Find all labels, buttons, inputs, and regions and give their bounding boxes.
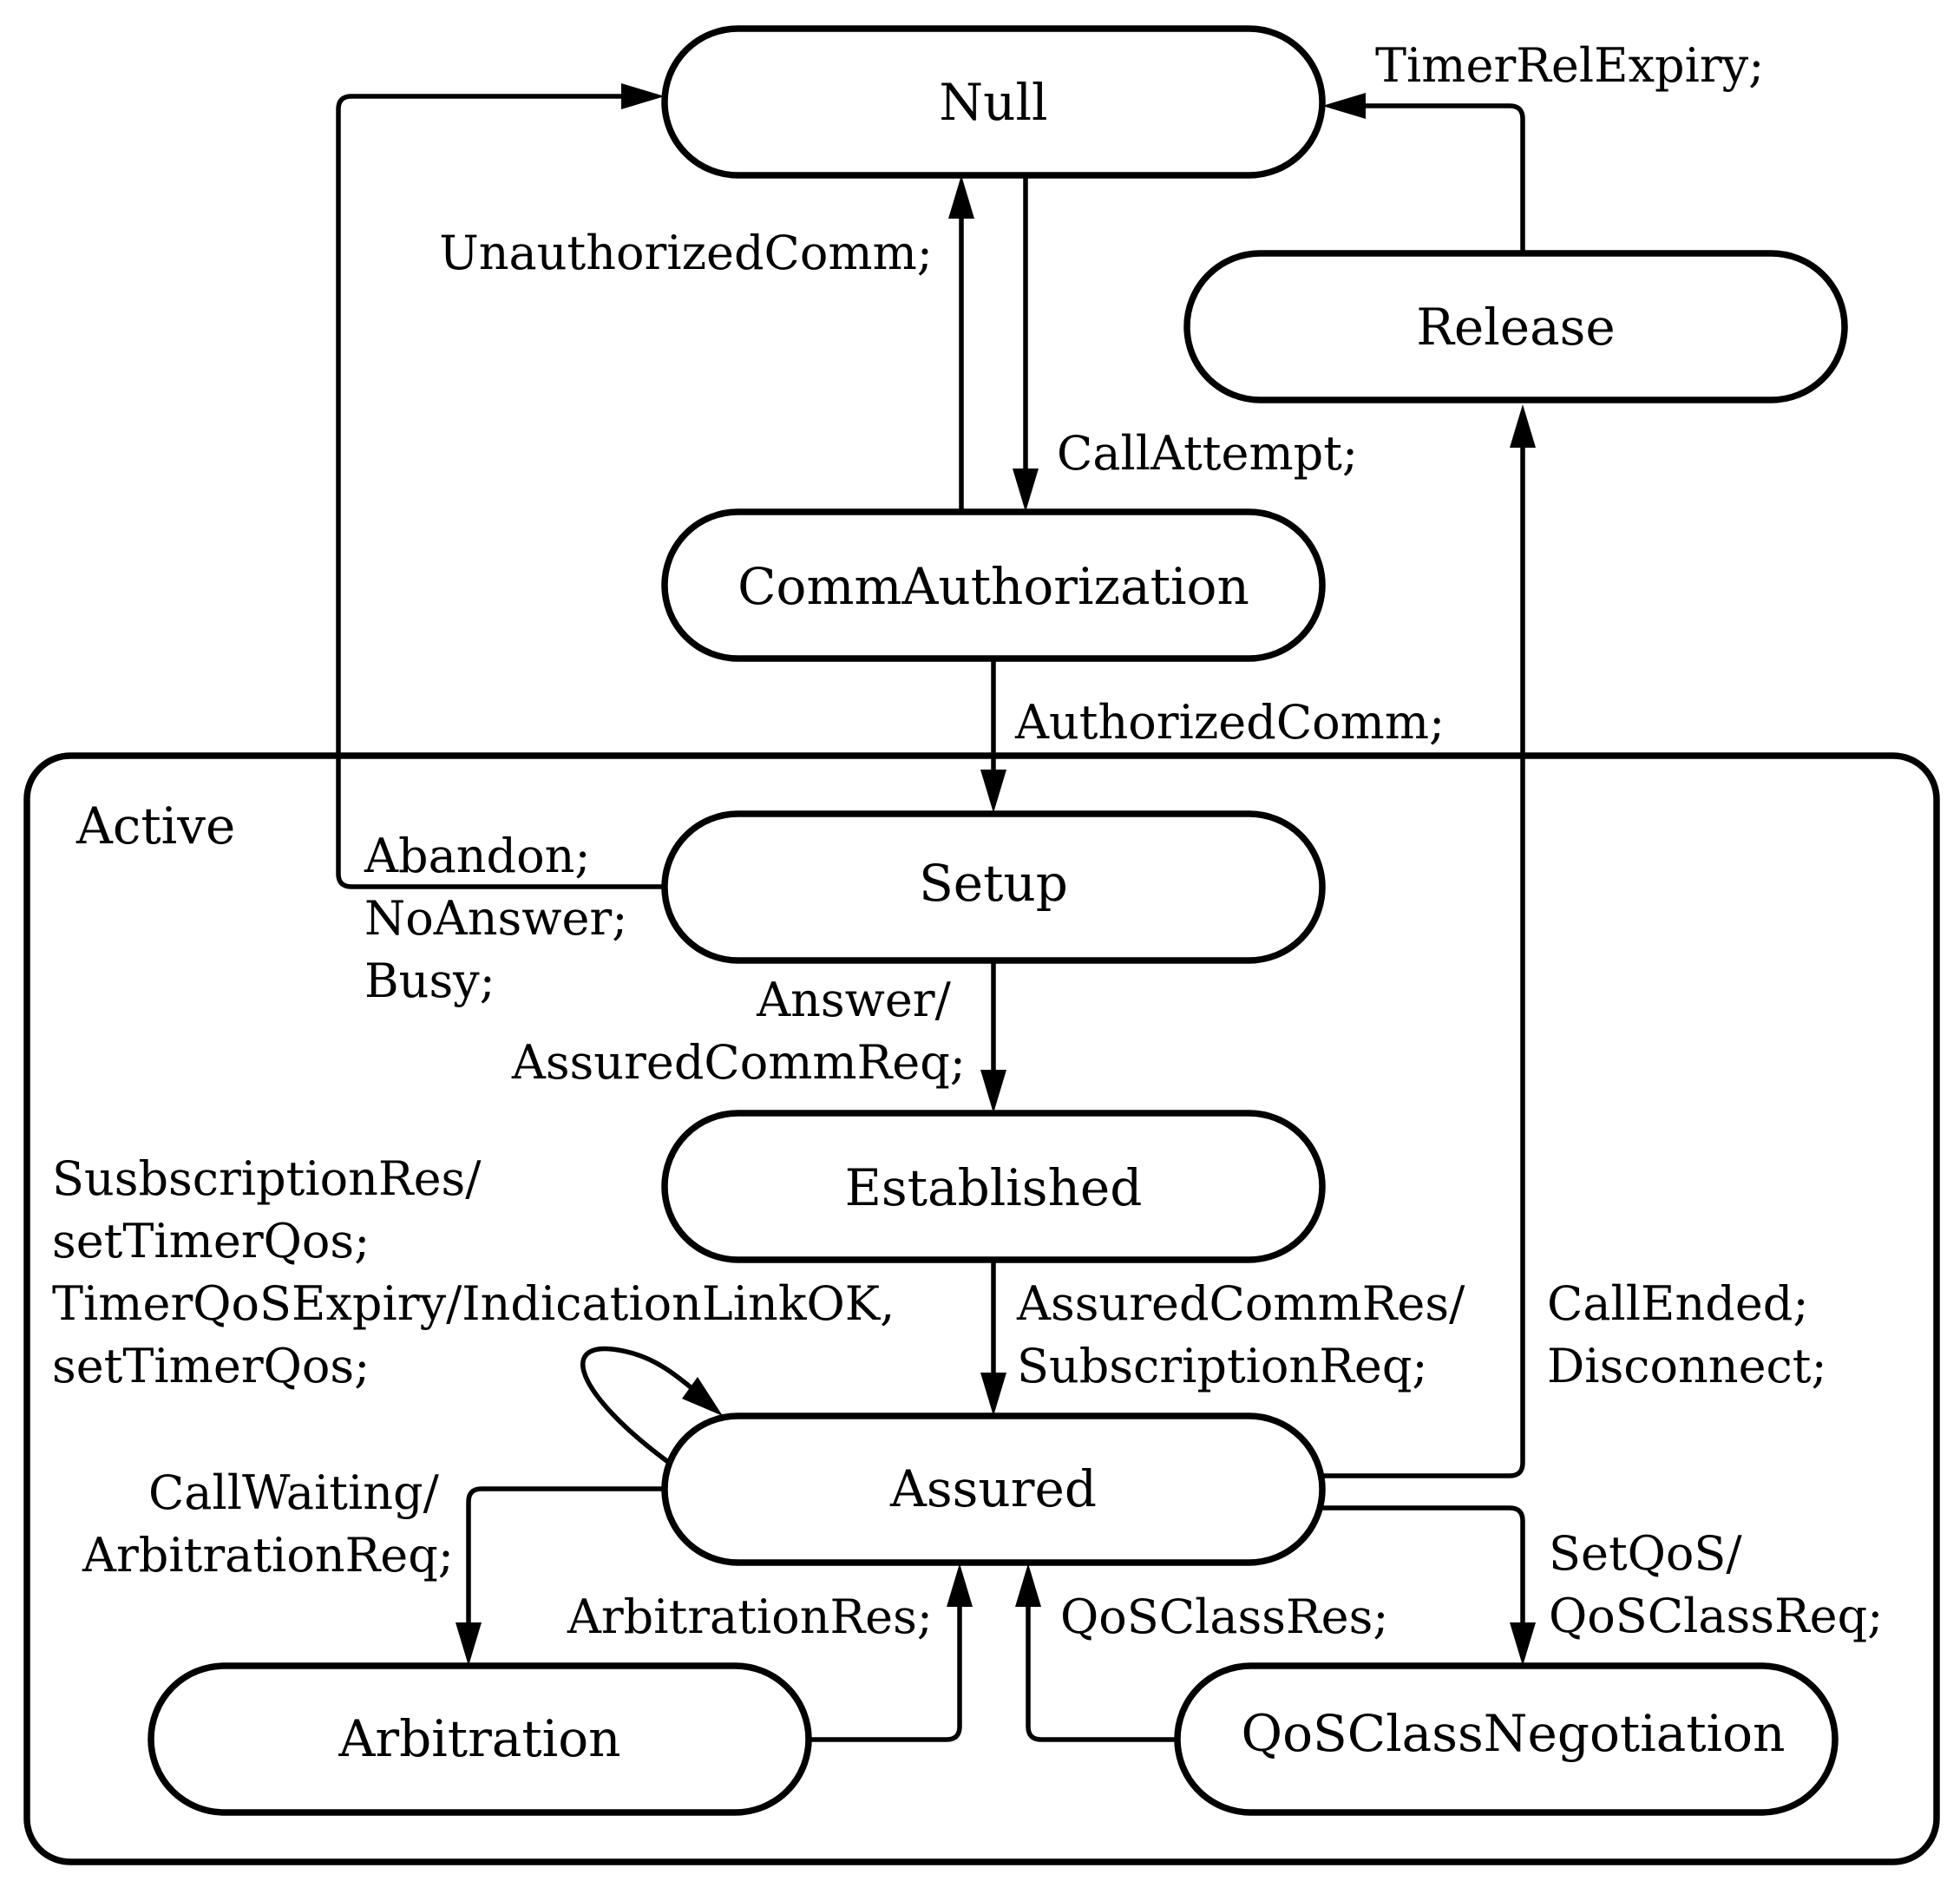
label-answer-line-1: Answer/ [756,973,951,1027]
arrowhead-assured-to-release [1510,404,1536,448]
label-authorized-comm-line: AuthorizedComm; [1014,695,1445,750]
state-assured: Assured [661,1412,1326,1566]
label-call-attempt: CallAttempt; [1057,426,1358,481]
label-assured-comm-res: AssuredCommRes/ SubscriptionReq; [1016,1276,1479,1393]
state-assured-label: Assured [889,1459,1097,1518]
label-arbitration-res: ArbitrationRes; [567,1589,933,1644]
state-release-label: Release [1416,298,1616,357]
label-set-qos-line-1: SetQoS/ [1549,1526,1742,1581]
arrowhead-commauth-to-null [948,175,974,219]
label-set-qos: SetQoS/ QoSClassReq; [1549,1526,1883,1643]
state-qos-class-negotiation: QoSClassNegotiation [1174,1662,1839,1816]
edge-assured-self-loop [580,1346,705,1465]
label-qos-class-res: QoSClassRes; [1060,1589,1389,1644]
arrowhead-assured-self-loop [682,1377,723,1416]
edge-release-to-null [1362,103,1525,253]
state-null-label: Null [939,73,1047,132]
label-call-ended-line-1: CallEnded; [1547,1276,1809,1331]
edge-qosneg-to-assured [1026,1603,1177,1742]
arrowhead-established-to-assured [980,1373,1006,1416]
state-comm-authorization: CommAuthorization [661,508,1326,662]
arrowhead-setup-to-null [621,83,665,109]
edge-setup-to-null [336,94,665,889]
label-self-loop-line-1: SusbscriptionRes/ [52,1151,482,1206]
arrowhead-assured-to-arbitration [456,1622,482,1666]
label-answer: Answer/ AssuredCommReq; [511,973,966,1090]
label-call-waiting-line-1: CallWaiting/ [148,1465,440,1520]
state-release: Release [1183,250,1848,403]
state-established: Established [661,1110,1326,1263]
label-call-ended: CallEnded; Disconnect; [1547,1276,1827,1393]
arrowhead-commauth-to-setup [980,770,1006,813]
state-comm-authorization-label: CommAuthorization [737,557,1249,616]
label-arbitration-res-line: ArbitrationRes; [567,1589,933,1644]
label-abandon-line: Abandon; [364,829,591,883]
label-authorized-comm: AuthorizedComm; [1014,695,1445,750]
edge-assured-to-arbitration [466,1486,665,1626]
label-self-loop-line-4: setTimerQos; [52,1339,370,1393]
state-established-label: Established [845,1158,1143,1217]
label-call-waiting: CallWaiting/ ArbitrationReq; [82,1465,454,1583]
label-call-waiting-line-2: ArbitrationReq; [82,1528,454,1583]
label-call-attempt-line: CallAttempt; [1057,426,1358,481]
label-busy-line: Busy; [364,954,495,1008]
label-qos-class-res-line: QoSClassRes; [1060,1589,1389,1644]
label-noanswer-line: NoAnswer; [364,891,627,946]
composite-active-label: Active [75,796,235,855]
edge-assured-to-release [1322,444,1525,1478]
label-call-ended-line-2: Disconnect; [1547,1339,1827,1393]
arrowhead-assured-to-qosneg [1510,1622,1536,1666]
label-self-loop-line-3: TimerQoSExpiry/IndicationLinkOK, [52,1276,895,1331]
state-null: Null [661,25,1326,179]
label-assured-comm-res-line-1: AssuredCommRes/ [1016,1276,1465,1331]
arrowhead-release-to-null [1322,93,1366,119]
label-abandon-noanswer-busy: Abandon; NoAnswer; Busy; [364,829,643,1008]
edge-arbitration-to-assured [809,1603,962,1742]
label-set-qos-line-2: QoSClassReq; [1549,1589,1883,1643]
label-answer-line-2: AssuredCommReq; [511,1035,966,1090]
label-self-loop-line-2: setTimerQos; [52,1214,370,1268]
arrowhead-arbitration-to-assured [947,1563,973,1607]
state-qos-class-negotiation-label: QoSClassNegotiation [1242,1704,1786,1763]
state-setup-label: Setup [919,854,1068,913]
label-self-loop: SusbscriptionRes/ setTimerQos; TimerQoSE… [52,1151,910,1393]
label-assured-comm-res-line-2: SubscriptionReq; [1017,1339,1428,1393]
active-composite-frame [23,752,1940,1865]
label-unauthorized-comm: UnauthorizedComm; [439,226,933,280]
state-arbitration-label: Arbitration [338,1709,620,1768]
state-setup: Setup [661,810,1326,964]
state-arbitration: Arbitration [147,1662,812,1816]
arrowhead-setup-to-established [980,1070,1006,1113]
label-timer-rel-expiry: TimerRelExpiry; [1375,38,1764,93]
edge-assured-to-qosneg [1322,1505,1525,1626]
arrowhead-qosneg-to-assured [1015,1563,1041,1607]
label-unauthorized-comm-line: UnauthorizedComm; [439,226,933,280]
label-timer-rel-expiry-line: TimerRelExpiry; [1375,38,1764,93]
arrowhead-null-to-commauth [1013,469,1039,512]
